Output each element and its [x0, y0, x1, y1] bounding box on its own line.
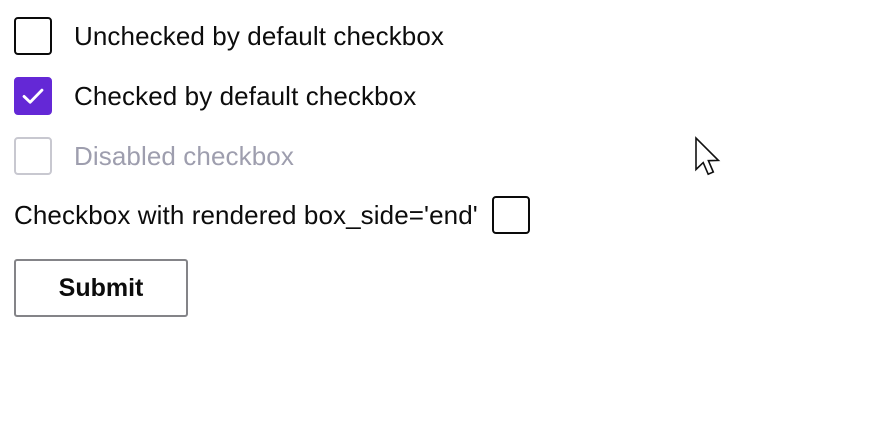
checkbox-label-unchecked: Unchecked by default checkbox — [74, 21, 445, 51]
checkbox-empty-icon[interactable] — [14, 17, 52, 55]
checkbox-label-checked: Checked by default checkbox — [74, 81, 417, 111]
checkbox-row-disabled: Disabled checkbox — [14, 137, 294, 175]
arrow-pointer-icon — [695, 136, 721, 176]
checkbox-disabled-icon — [14, 137, 52, 175]
checkbox-empty-icon[interactable] — [491, 196, 530, 234]
checkbox-row-checked[interactable]: Checked by default checkbox — [14, 77, 416, 115]
checkbox-row-box-side-end[interactable]: Checkbox with rendered box_side='end' — [14, 196, 530, 234]
checkbox-label-box-side-end: Checkbox with rendered box_side='end' — [14, 200, 478, 230]
checkbox-row-unchecked[interactable]: Unchecked by default checkbox — [14, 17, 444, 55]
submit-button[interactable]: Submit — [14, 259, 188, 317]
check-mark-icon — [22, 88, 44, 104]
checkbox-label-disabled: Disabled checkbox — [74, 141, 294, 171]
checkbox-checked-icon[interactable] — [14, 77, 52, 115]
